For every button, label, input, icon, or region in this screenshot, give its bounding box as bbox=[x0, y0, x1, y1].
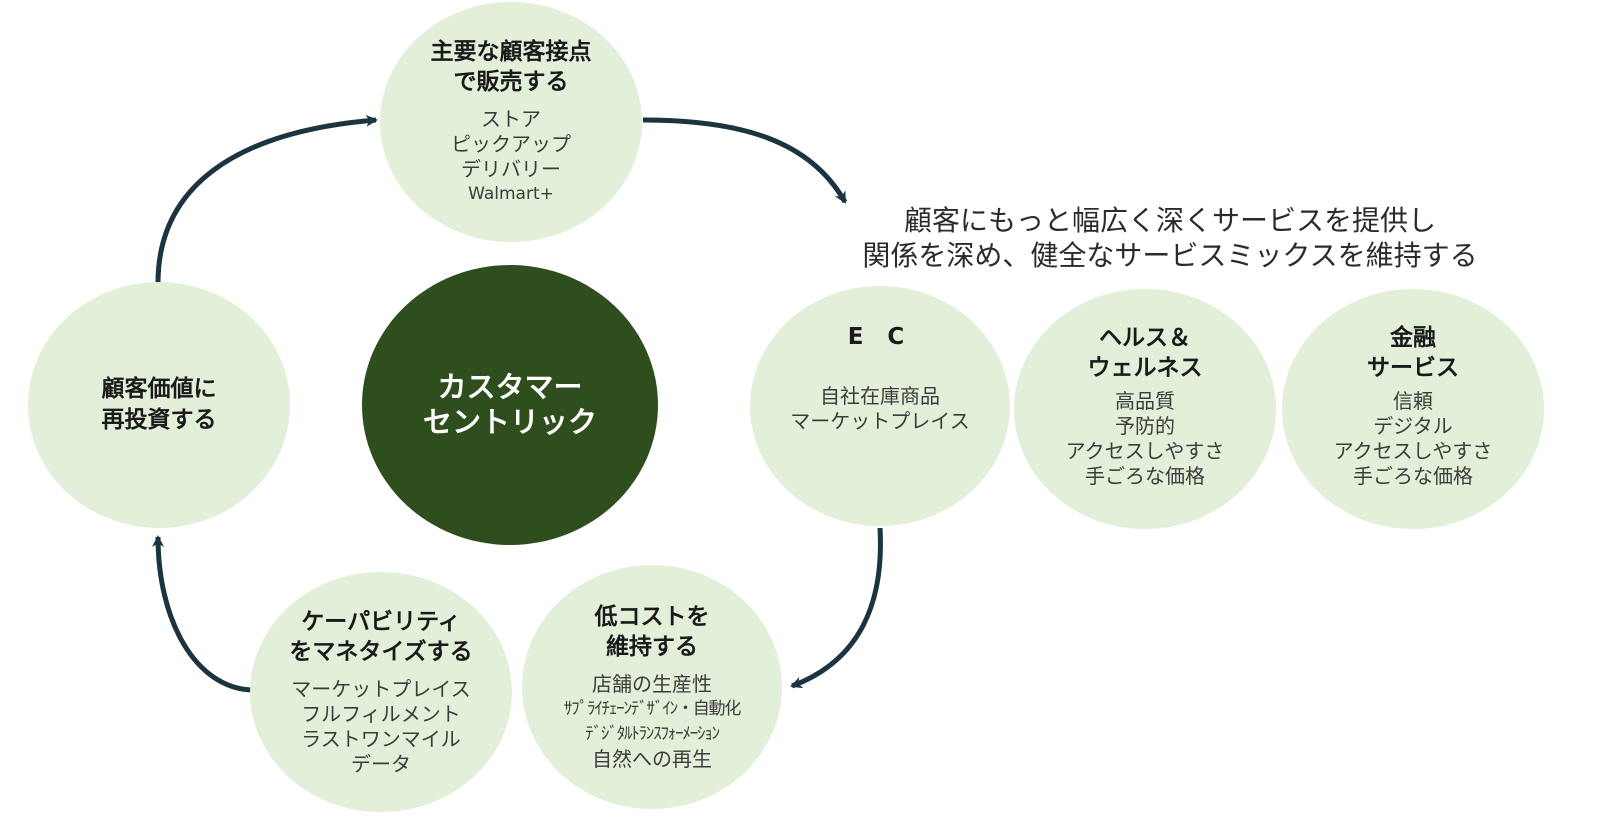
monetize-item: マーケットプレイス bbox=[291, 677, 471, 701]
low-cost-title: 低コストを 維持する bbox=[594, 604, 710, 660]
sell-title: 主要な顧客接点 で販売する bbox=[430, 39, 592, 95]
finance-item: 信頼 bbox=[1393, 389, 1433, 413]
finance-item: 手ごろな価格 bbox=[1353, 464, 1473, 488]
health-item: 予防的 bbox=[1115, 414, 1175, 438]
sell-item: ストア bbox=[481, 107, 541, 131]
sell-item: Walmart+ bbox=[468, 184, 554, 204]
sell-item: ピックアップ bbox=[451, 132, 571, 156]
monetize-items: マーケットプレイス フルフィルメント ラストワンマイル データ bbox=[291, 677, 470, 777]
customer-centric-circle: カスタマー セントリック bbox=[362, 265, 658, 545]
low-cost-item: ﾃﾞｼﾞﾀﾙﾄﾗﾝｽﾌｫｰﾒｰｼｮﾝ bbox=[585, 724, 720, 744]
ec-circle: E C 自社在庫商品 マーケットプレイス bbox=[750, 286, 1010, 526]
health-item: 高品質 bbox=[1115, 389, 1175, 413]
sell-item: デリバリー bbox=[461, 157, 561, 181]
finance-items: 信頼 デジタル アクセスしやすさ 手ごろな価格 bbox=[1334, 389, 1493, 489]
health-circle: ヘルス＆ ウェルネス 高品質 予防的 アクセスしやすさ 手ごろな価格 bbox=[1014, 289, 1276, 529]
finance-circle: 金融 サービス 信頼 デジタル アクセスしやすさ 手ごろな価格 bbox=[1282, 289, 1544, 529]
low-cost-circle: 低コストを 維持する 店舗の生産性 ｻﾌﾟﾗｲﾁｪｰﾝﾃﾞｻﾞｲﾝ・自動化 ﾃﾞ… bbox=[522, 565, 782, 809]
center-title: カスタマー セントリック bbox=[422, 370, 597, 439]
ec-items: 自社在庫商品 マーケットプレイス bbox=[790, 384, 969, 434]
sell-circle: 主要な顧客接点 で販売する ストア ピックアップ デリバリー Walmart+ bbox=[380, 2, 642, 242]
health-items: 高品質 予防的 アクセスしやすさ 手ごろな価格 bbox=[1066, 389, 1225, 489]
ec-item: 自社在庫商品 bbox=[820, 384, 940, 408]
finance-item: デジタル bbox=[1373, 414, 1453, 438]
ec-item: マーケットプレイス bbox=[790, 409, 970, 433]
arrow-monetize-to-reinvest bbox=[152, 535, 253, 693]
monetize-item: フルフィルメント bbox=[301, 702, 461, 726]
arrow-sell-to-services bbox=[642, 117, 848, 204]
low-cost-items: 店舗の生産性 ｻﾌﾟﾗｲﾁｪｰﾝﾃﾞｻﾞｲﾝ・自動化 ﾃﾞｼﾞﾀﾙﾄﾗﾝｽﾌｫｰ… bbox=[563, 672, 742, 772]
reinvest-circle: 顧客価値に 再投資する bbox=[28, 282, 290, 528]
reinvest-title: 顧客価値に 再投資する bbox=[101, 376, 217, 433]
health-item: 手ごろな価格 bbox=[1085, 464, 1205, 488]
finance-item: アクセスしやすさ bbox=[1333, 439, 1493, 463]
sell-items: ストア ピックアップ デリバリー Walmart+ bbox=[451, 107, 571, 207]
low-cost-item: ｻﾌﾟﾗｲﾁｪｰﾝﾃﾞｻﾞｲﾝ・自動化 bbox=[563, 699, 742, 719]
headline-line-1: 顧客にもっと幅広く深くサービスを提供し bbox=[903, 204, 1436, 237]
finance-title: 金融 サービス bbox=[1367, 325, 1459, 381]
low-cost-item: 店舗の生産性 bbox=[592, 672, 712, 696]
monetize-title: ケーパビリティ をマネタイズする bbox=[289, 609, 473, 665]
monetize-item: データ bbox=[351, 752, 411, 776]
health-item: アクセスしやすさ bbox=[1065, 439, 1225, 463]
arrow-services-to-cost bbox=[790, 527, 883, 689]
headline-line-2: 関係を深め、健全なサービスミックスを維持する bbox=[862, 239, 1478, 272]
ec-title: E C bbox=[847, 324, 913, 350]
monetize-item: ラストワンマイル bbox=[301, 727, 461, 751]
headline: 顧客にもっと幅広く深くサービスを提供し 関係を深め、健全なサービスミックスを維持… bbox=[820, 203, 1520, 273]
monetize-circle: ケーパビリティ をマネタイズする マーケットプレイス フルフィルメント ラストワ… bbox=[250, 572, 512, 812]
low-cost-item: 自然への再生 bbox=[592, 747, 712, 771]
health-title: ヘルス＆ ウェルネス bbox=[1087, 325, 1203, 381]
arrow-reinvest-to-sell bbox=[155, 114, 378, 284]
